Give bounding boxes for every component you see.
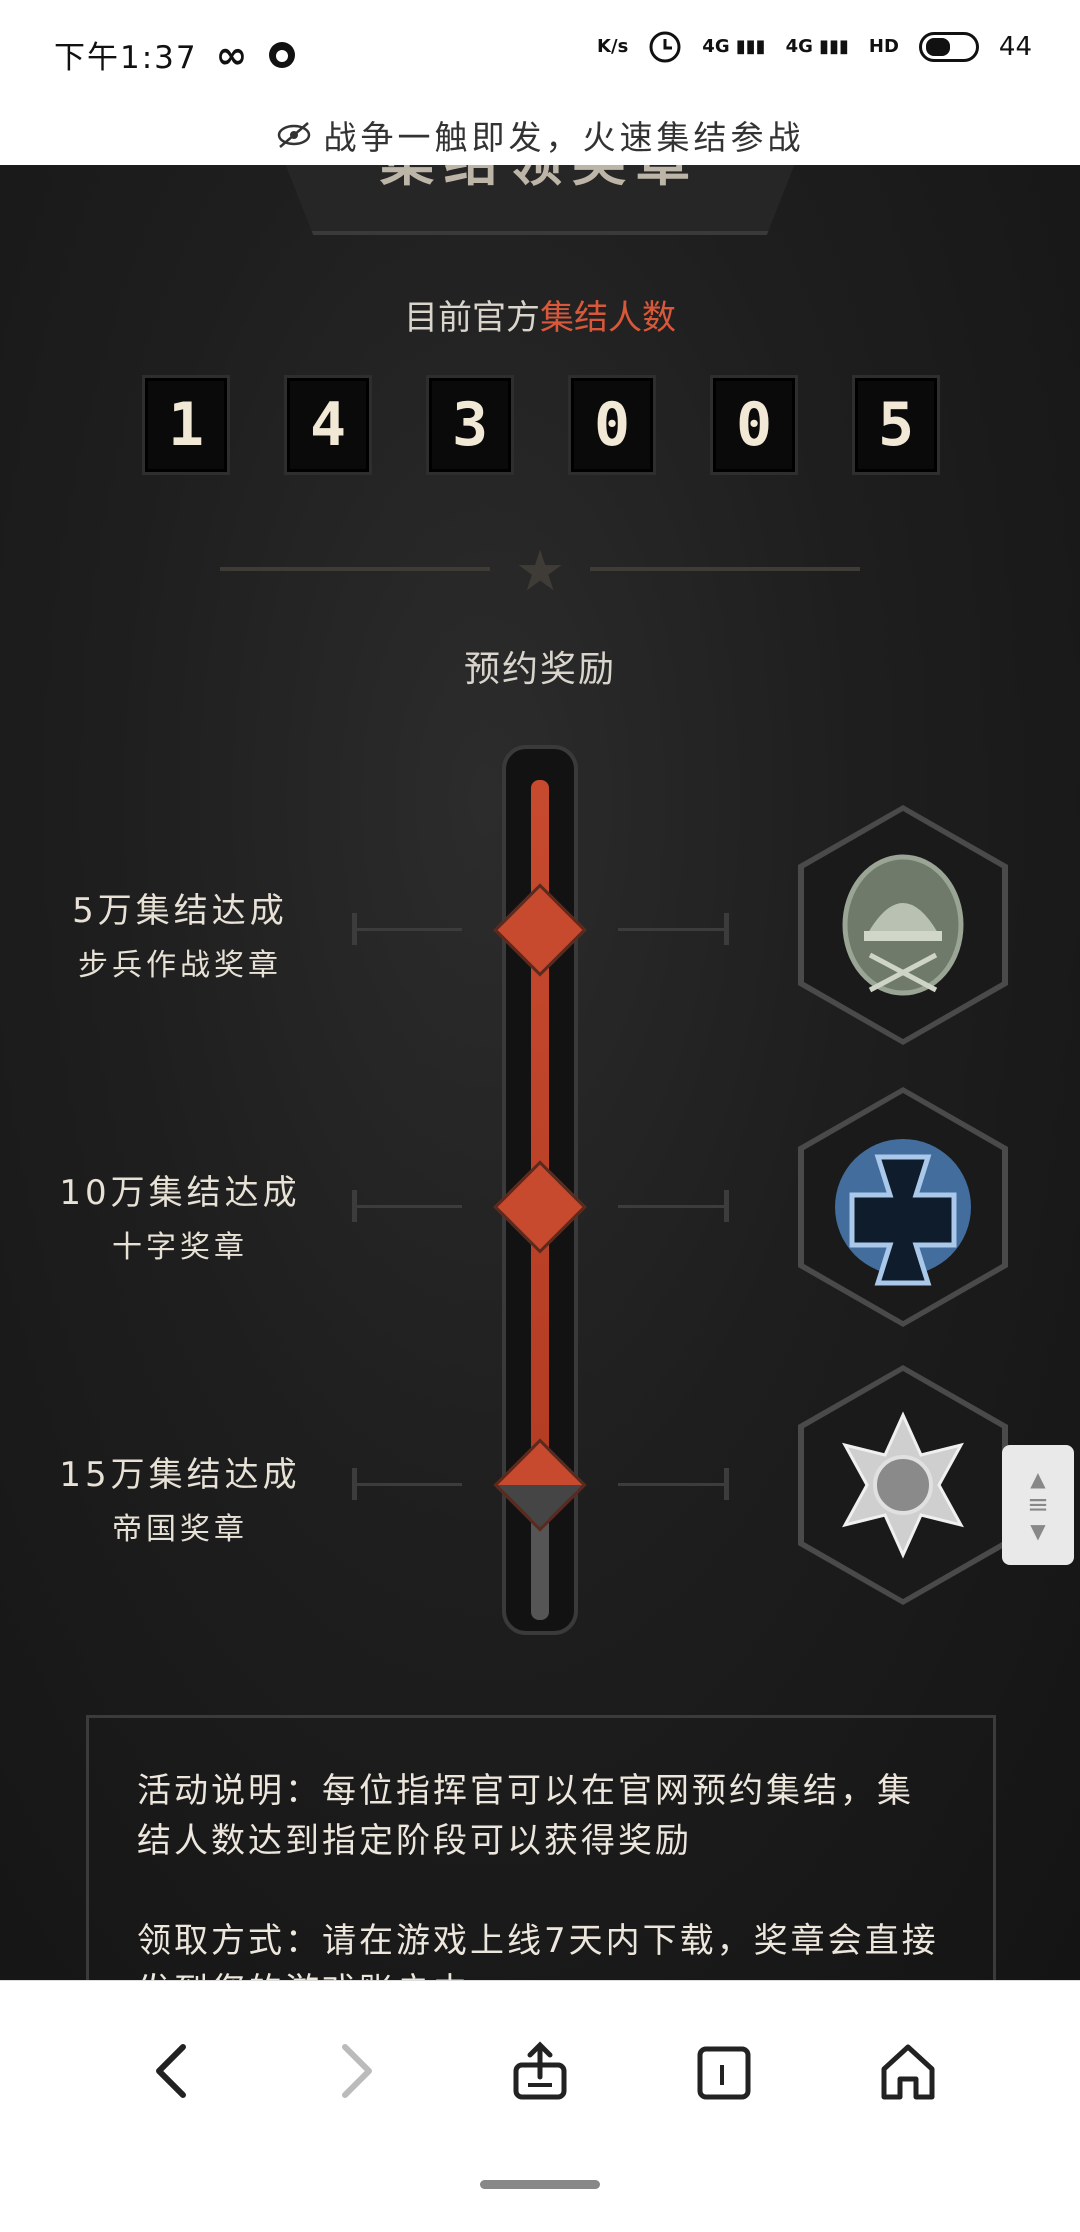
share-button[interactable]: [500, 2031, 580, 2111]
counter-title-prefix: 目前官方: [404, 298, 540, 338]
forward-arrow-icon: [342, 2044, 372, 2098]
share-icon: [513, 2041, 567, 2100]
chevron-down-icon: ▼: [1030, 1519, 1046, 1543]
nav-row: [0, 2031, 1080, 2111]
digit: 3: [426, 375, 514, 475]
digit: 0: [710, 375, 798, 475]
milestone-label-1: 5万集结达成 步兵作战奖章: [40, 883, 320, 984]
menu-lines-icon: ≡: [1027, 1490, 1049, 1520]
signal-1: 4G ▮▮▮: [702, 36, 766, 57]
divider-line-left: [220, 567, 490, 571]
milestone-subtitle: 步兵作战奖章: [78, 948, 282, 983]
status-right: K/s 4G ▮▮▮ 4G ▮▮▮ HD 44: [597, 30, 1032, 64]
milestone-title: 15万集结达成: [59, 1455, 301, 1495]
status-time: 下午1:37: [54, 40, 198, 76]
forward-button[interactable]: [316, 2031, 396, 2111]
milestone-tick-left: [352, 1205, 462, 1208]
description-rules: 活动说明：每位指挥官可以在官网预约集结，集结人数达到指定阶段可以获得奖励: [137, 1771, 914, 1861]
back-arrow-icon: [156, 2044, 186, 2098]
gesture-home-bar[interactable]: [480, 2180, 600, 2189]
medal-empire[interactable]: [798, 1365, 1008, 1605]
digit: 5: [852, 375, 940, 475]
signal-1-label: 4G: [702, 36, 730, 57]
signal-2: 4G ▮▮▮: [785, 36, 849, 57]
milestone-tick-bar: [352, 913, 357, 945]
infinity-icon: ∞: [215, 32, 250, 77]
milestone-tick-bar: [724, 913, 729, 945]
milestone-subtitle: 十字奖章: [112, 1230, 248, 1265]
digit: 0: [568, 375, 656, 475]
divider-line-right: [590, 567, 860, 571]
milestone-label-2: 10万集结达成 十字奖章: [30, 1165, 330, 1266]
medal-infantry[interactable]: [798, 805, 1008, 1045]
status-bar: 下午1:37 ∞ K/s 4G ▮▮▮ 4G ▮▮▮ HD 44: [0, 0, 1080, 105]
title-plate: 集结领奖章: [270, 165, 810, 235]
battery-level: 44: [998, 32, 1032, 62]
description-claim: 领取方式：请在游戏上线7天内下载，奖章会直接发到您的游戏账户中: [137, 1921, 939, 1980]
status-left: 下午1:37 ∞: [54, 32, 297, 77]
signal-2-label: 4G: [785, 36, 813, 57]
banner-text: 战争一触即发，火速集结参战: [323, 118, 805, 157]
tabs-icon: [697, 2046, 751, 2100]
page-banner: 战争一触即发，火速集结参战: [0, 105, 1080, 165]
milestone-tick-bar: [724, 1190, 729, 1222]
counter-title: 目前官方集结人数: [0, 290, 1080, 339]
milestone-title: 5万集结达成: [72, 891, 288, 931]
digit: 4: [284, 375, 372, 475]
event-description: 活动说明：每位指挥官可以在官网预约集结，集结人数达到指定阶段可以获得奖励 领取方…: [86, 1715, 996, 1980]
medal-cross[interactable]: [798, 1087, 1008, 1327]
helmet-medal-icon: [842, 854, 964, 996]
home-button[interactable]: [868, 2031, 948, 2111]
milestone-tick-right: [618, 1483, 728, 1486]
milestone-label-3: 15万集结达成 帝国奖章: [30, 1447, 330, 1548]
star-icon: ★: [515, 539, 566, 604]
hd-indicator: HD: [868, 36, 899, 57]
battery-icon: [918, 32, 979, 62]
milestone-tick-bar: [352, 1190, 357, 1222]
chevron-up-icon: ▲: [1030, 1467, 1046, 1491]
network-speed: K/s: [597, 36, 629, 57]
top-title: 集结领奖章: [274, 165, 806, 196]
back-button[interactable]: [132, 2031, 212, 2111]
rewards-title: 预约奖励: [463, 649, 616, 690]
home-icon: [881, 2044, 935, 2100]
alarm-icon: [649, 31, 681, 63]
empire-medal-icon: [842, 1411, 964, 1559]
side-drag-handle[interactable]: ▲ ≡ ▼: [1002, 1445, 1074, 1565]
milestone-title: 10万集结达成: [59, 1173, 301, 1213]
counter-digits: 1 4 3 0 0 5: [142, 375, 940, 475]
star-divider: ★: [220, 539, 860, 604]
drop-icon: [269, 41, 296, 68]
milestone-tick-right: [618, 1205, 728, 1208]
eye-off-icon: [277, 122, 310, 148]
milestone-tick-right: [618, 928, 728, 931]
digit: 1: [142, 375, 230, 475]
milestone-tick-bar: [352, 1468, 357, 1500]
milestone-tick-bar: [724, 1468, 729, 1500]
counter-title-highlight: 集结人数: [540, 298, 676, 338]
tabs-button[interactable]: [684, 2031, 764, 2111]
milestone-tick-left: [352, 1483, 462, 1486]
milestone-tick-left: [352, 928, 462, 931]
event-panel: 集结领奖章 目前官方集结人数 1 4 3 0 0 5 ★ 预约奖励 5万集结达成…: [0, 165, 1080, 1980]
iron-cross-icon: [835, 1139, 971, 1286]
browser-bottom-nav: [0, 1980, 1080, 2232]
milestone-subtitle: 帝国奖章: [112, 1512, 248, 1547]
